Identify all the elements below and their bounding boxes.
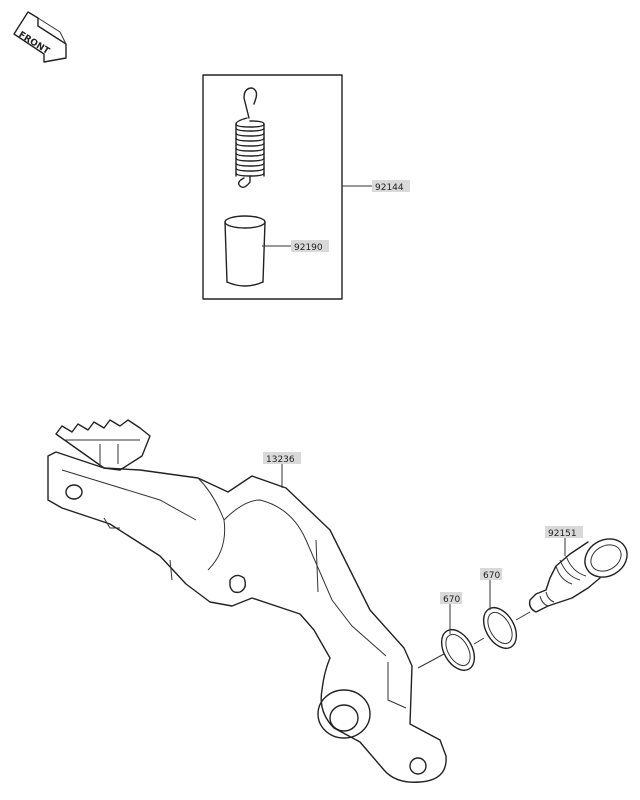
svg-text:13236: 13236: [266, 455, 295, 465]
o-ring-left-icon: [440, 629, 476, 671]
part-tag-92151[interactable]: 92151: [545, 526, 583, 539]
brake-pedal-icon: [47, 419, 447, 783]
front-direction-arrow-icon: FRONT: [13, 11, 67, 63]
svg-text:92151: 92151: [548, 529, 577, 539]
return-spring-icon: [235, 87, 265, 189]
svg-text:670: 670: [483, 571, 500, 581]
svg-text:92190: 92190: [294, 243, 323, 253]
part-tag-670-right[interactable]: 670: [480, 568, 502, 581]
o-ring-right-icon: [482, 607, 518, 649]
svg-text:92144: 92144: [375, 183, 404, 193]
part-tag-92190[interactable]: 92190: [291, 240, 329, 253]
collar-icon: [224, 215, 266, 287]
svg-text:670: 670: [443, 595, 460, 605]
part-tag-92144[interactable]: 92144: [372, 180, 410, 193]
spring-kit-group: 92190: [202, 74, 343, 300]
spring-kit-box: [202, 74, 343, 300]
front-label: FRONT: [16, 30, 51, 57]
part-tag-670-left[interactable]: 670: [440, 592, 462, 605]
pivot-bolt-icon: [528, 538, 628, 613]
part-tag-13236[interactable]: 13236: [263, 452, 301, 465]
